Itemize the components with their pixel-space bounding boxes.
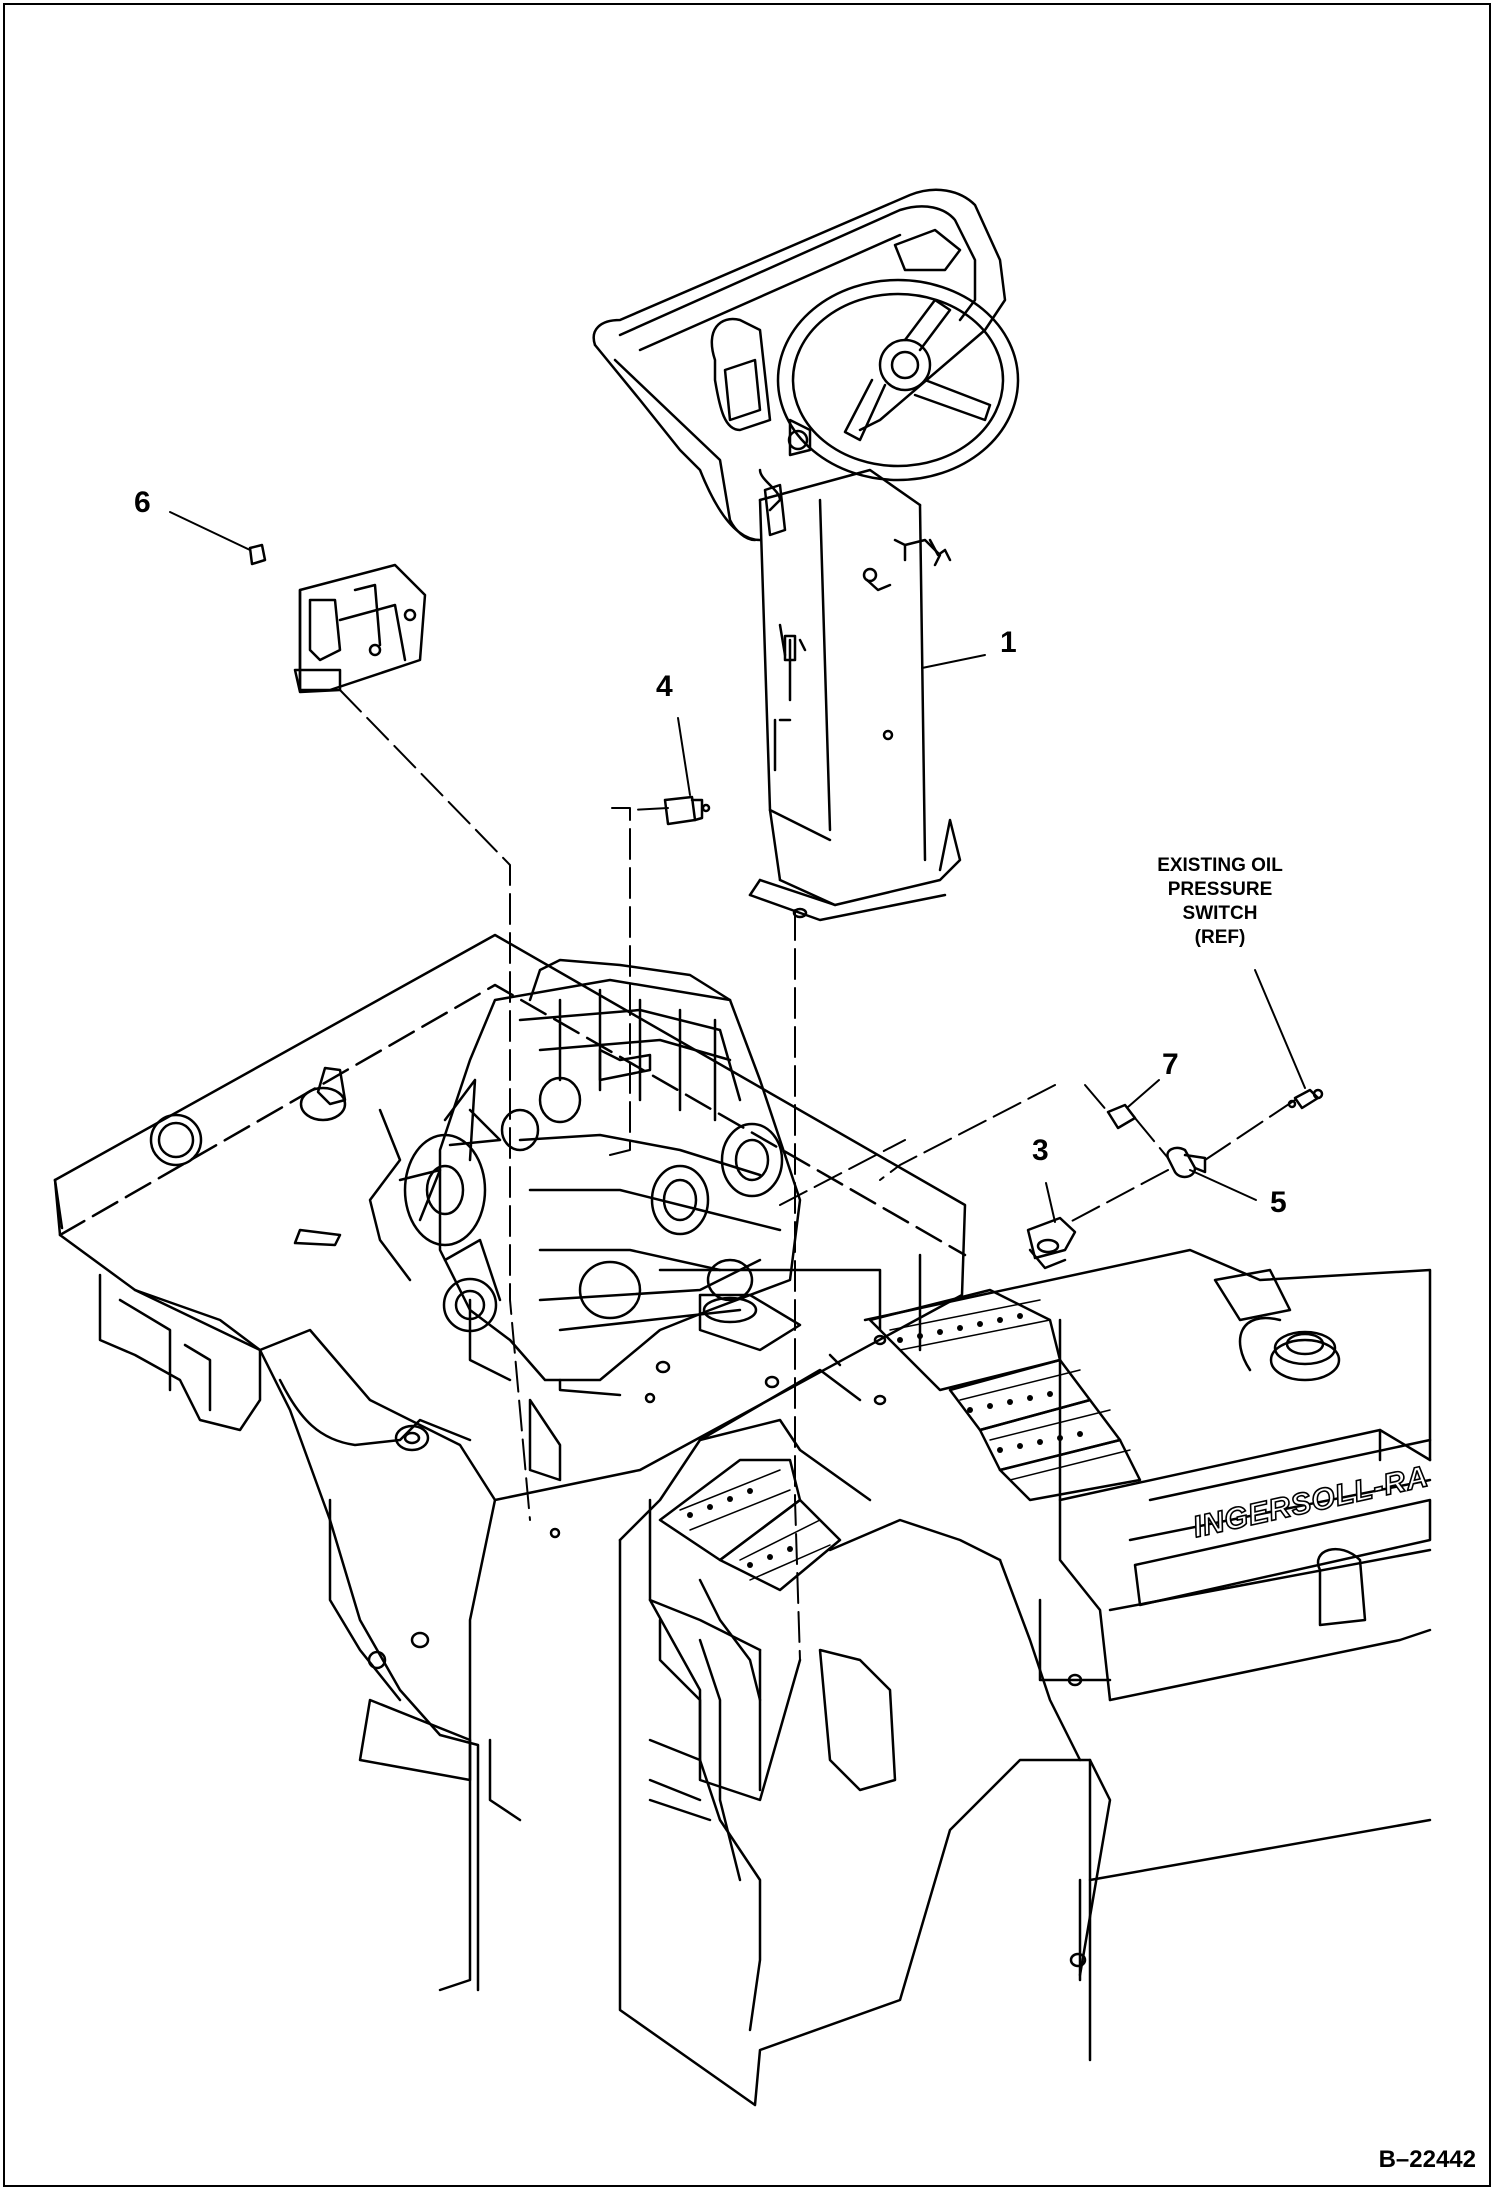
callout-leaders (169, 511, 1306, 1223)
note-line-3: SWITCH (1182, 903, 1258, 924)
drawing-number: B–22442 (1378, 2146, 1476, 2173)
oil-pressure-switch-note: EXISTING OIL PRESSURE SWITCH (REF) (1110, 854, 1330, 950)
front-chassis-frame (618, 1248, 1432, 2107)
rear-chassis-frame (53, 933, 967, 1992)
note-line-4: (REF) (1194, 927, 1246, 948)
callout-1: 1 (1000, 626, 1017, 659)
relay-module (248, 543, 427, 694)
callout-6: 6 (134, 486, 151, 519)
steering-console (592, 188, 1020, 922)
callout-5: 5 (1270, 1186, 1287, 1219)
engine-assembly (368, 958, 802, 1397)
sensor-item-4 (663, 795, 711, 826)
callout-7: 7 (1162, 1048, 1179, 1081)
brand-panel (1133, 1498, 1432, 1607)
assembly-leader-lines (339, 689, 1296, 1661)
fittings-and-switches (1026, 1088, 1324, 1270)
note-line-1: EXISTING OIL (1157, 855, 1283, 876)
fitting-item-7 (1106, 1103, 1137, 1130)
note-line-2: PRESSURE (1167, 879, 1273, 900)
tee-item-5 (1166, 1146, 1197, 1179)
drawing-border (3, 3, 1491, 2187)
callout-4: 4 (656, 670, 673, 703)
callout-3: 3 (1032, 1134, 1049, 1167)
